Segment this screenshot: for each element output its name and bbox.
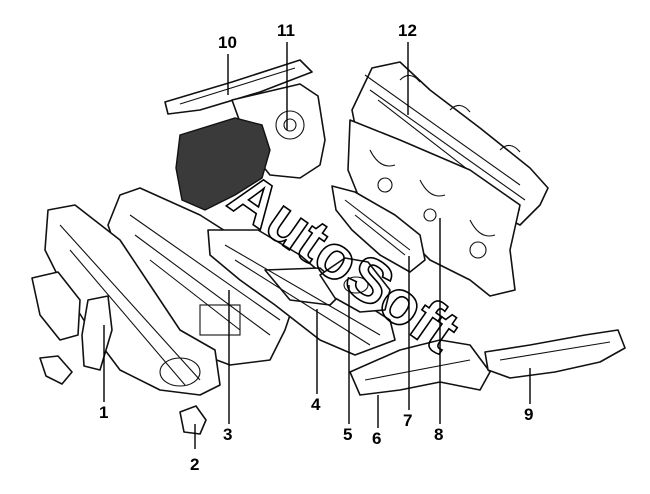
dash-support [331,185,426,273]
callout-7: 7 [403,411,412,430]
callout-1: 1 [99,403,108,422]
callout-12: 12 [398,21,417,40]
front-left-crossmember [31,204,221,396]
callout-6: 6 [372,429,381,448]
callout-2: 2 [190,455,199,474]
side-rail [484,329,626,379]
callout-9: 9 [524,405,533,424]
wheelhouse-insulator [175,83,326,211]
callout-11: 11 [277,21,295,40]
callout-labels: 1 2 3 4 5 6 7 8 9 10 11 12 [99,21,533,474]
callout-8: 8 [434,425,443,444]
tunnel-reinforcement [319,257,391,313]
callout-4: 4 [311,395,321,414]
callout-3: 3 [223,425,232,444]
callout-5: 5 [343,425,352,444]
center-floor-rail [349,339,491,396]
mounting-bracket [39,355,207,435]
callout-10: 10 [218,33,237,52]
upper-rail [164,59,313,115]
callout-leaders [103,42,531,449]
